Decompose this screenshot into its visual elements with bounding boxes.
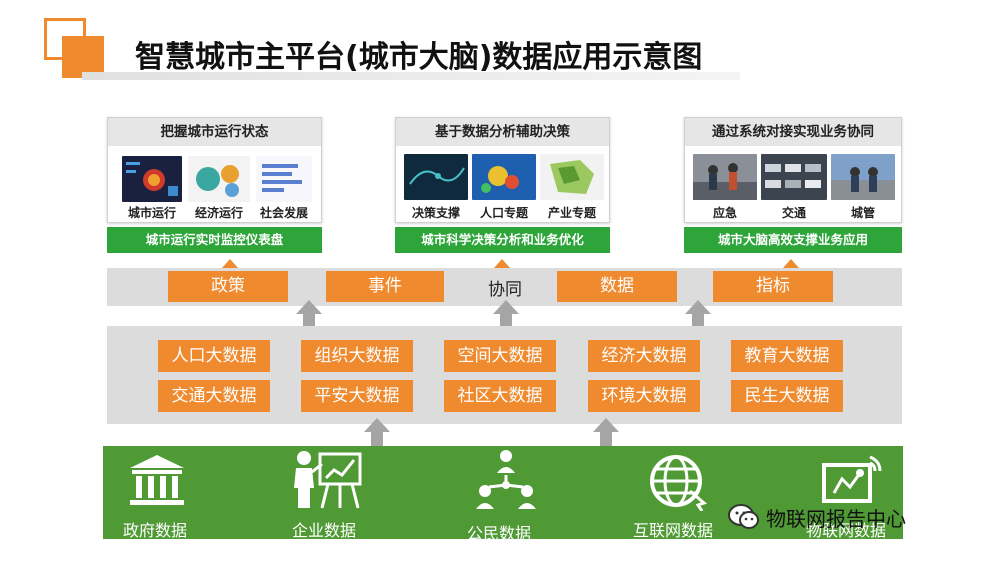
source-label-enterprise: 企业数据 — [292, 521, 357, 540]
data-category: 空间大数据 — [444, 340, 556, 372]
data-category: 交通大数据 — [158, 380, 270, 412]
data-category: 人口大数据 — [158, 340, 270, 372]
wechat-icon — [728, 503, 760, 531]
up-arrow-icon — [364, 418, 390, 432]
card-item-label: 交通 — [781, 206, 806, 220]
presenter-chart-icon — [290, 448, 364, 512]
card-item-label: 产业专题 — [547, 206, 596, 220]
society-thumbnail — [256, 156, 312, 202]
up-arrow-stem — [371, 431, 383, 447]
card-business-coordination: 通过系统对接实现业务协同 应急 交通 城管 — [684, 117, 902, 223]
industry-thumbnail — [540, 154, 604, 200]
event-box: 事件 — [326, 271, 444, 302]
title-logo-square — [62, 36, 104, 78]
card-footer-strip: 城市科学决策分析和业务优化 — [395, 227, 610, 253]
card-item-label: 城管 — [850, 206, 875, 220]
iot-map-icon — [820, 453, 884, 511]
economy-thumbnail — [188, 156, 250, 202]
source-label-government: 政府数据 — [123, 521, 188, 540]
card-item-label: 城市运行 — [127, 206, 176, 220]
people-network-icon — [473, 447, 539, 517]
card-city-operation: 把握城市运行状态 城市运行 经济运行 社会发展 — [107, 117, 322, 223]
data-category: 平安大数据 — [301, 380, 413, 412]
data-category: 教育大数据 — [731, 340, 843, 372]
up-arrow-icon — [494, 259, 510, 268]
up-arrow-icon — [296, 300, 322, 314]
data-category: 经济大数据 — [588, 340, 700, 372]
card-item-label: 人口专题 — [479, 206, 528, 220]
dashboard-thumbnail — [122, 156, 182, 202]
decision-thumbnail — [404, 154, 468, 200]
card-heading: 通过系统对接实现业务协同 — [685, 118, 901, 146]
up-arrow-icon — [493, 300, 519, 314]
card-heading: 把握城市运行状态 — [108, 118, 321, 146]
collaboration-label: 协同 — [488, 280, 522, 300]
card-footer-strip: 城市运行实时监控仪表盘 — [107, 227, 322, 253]
government-building-icon — [126, 452, 188, 508]
card-item-label: 应急 — [712, 206, 737, 220]
title-underline — [82, 72, 740, 80]
data-category: 民生大数据 — [731, 380, 843, 412]
up-arrow-stem — [500, 313, 512, 327]
up-arrow-stem — [692, 313, 704, 327]
data-category: 社区大数据 — [444, 380, 556, 412]
data-category: 环境大数据 — [588, 380, 700, 412]
card-decision-support: 基于数据分析辅助决策 决策支撑 人口专题 产业专题 — [395, 117, 610, 223]
card-footer-strip: 城市大脑高效支撑业务应用 — [684, 227, 902, 253]
up-arrow-stem — [600, 431, 612, 447]
indicator-box: 指标 — [713, 271, 833, 302]
source-label-citizen: 公民数据 — [467, 524, 532, 543]
data-source-band — [103, 446, 903, 539]
card-item-label: 社会发展 — [259, 206, 308, 220]
page-title: 智慧城市主平台(城市大脑)数据应用示意图 — [135, 40, 703, 75]
card-item-label: 决策支撑 — [411, 206, 460, 220]
globe-icon — [646, 453, 710, 512]
city-management-thumbnail — [831, 154, 895, 200]
policy-box: 政策 — [168, 271, 288, 302]
up-arrow-stem — [303, 313, 315, 327]
data-box: 数据 — [557, 271, 677, 302]
card-heading: 基于数据分析辅助决策 — [396, 118, 609, 146]
up-arrow-icon — [593, 418, 619, 432]
up-arrow-icon — [685, 300, 711, 314]
watermark-text: 物联网报告中心 — [766, 507, 906, 531]
emergency-thumbnail — [693, 154, 757, 200]
source-label-internet: 互联网数据 — [633, 521, 714, 540]
up-arrow-icon — [222, 259, 238, 268]
traffic-thumbnail — [761, 154, 827, 200]
up-arrow-icon — [783, 259, 799, 268]
source-label-iot: 物联网数据 — [806, 521, 887, 540]
population-thumbnail — [472, 154, 536, 200]
data-category: 组织大数据 — [301, 340, 413, 372]
card-item-label: 经济运行 — [194, 206, 243, 220]
